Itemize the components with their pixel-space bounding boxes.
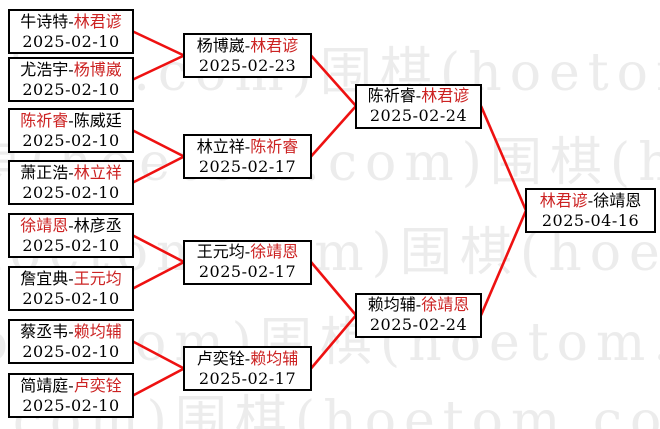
name-separator: - [68, 215, 74, 235]
match-result: 陈祈睿-陈威廷 [20, 111, 121, 131]
player2-name: 林彦丞 [73, 215, 122, 235]
match-date: 2025-02-10 [22, 31, 120, 51]
match-result: 杨博崴-林君谚 [197, 36, 298, 56]
match-box-r2-m1[interactable]: 杨博崴-林君谚 2025-02-23 [183, 33, 312, 78]
match-box-r1-m6[interactable]: 詹宜典-王元均 2025-02-10 [8, 266, 134, 311]
player1-name: 简靖庭 [20, 375, 69, 395]
match-box-sf-m1[interactable]: 陈祈睿-林君谚 2025-02-24 [355, 83, 482, 129]
player2-name: 徐靖恩 [250, 242, 299, 261]
match-result: 陈祈睿-林君谚 [368, 86, 469, 106]
match-date: 2025-04-16 [541, 210, 640, 230]
player1-name: 詹宜典 [20, 268, 69, 288]
player1-name: 陈祈睿 [20, 110, 69, 130]
player1-name: 杨博崴 [196, 35, 245, 55]
match-date: 2025-02-10 [22, 182, 120, 202]
player2-name: 徐靖恩 [593, 190, 642, 210]
player2-name: 林立祥 [73, 162, 122, 182]
player1-name: 徐靖恩 [20, 215, 69, 235]
match-box-r1-m4[interactable]: 萧正浩-林立祥 2025-02-10 [8, 160, 134, 205]
match-box-r2-m4[interactable]: 卢奕铨-赖均辅 2025-02-17 [183, 346, 312, 391]
match-date: 2025-02-10 [22, 235, 120, 255]
name-separator: - [68, 321, 74, 341]
player2-name: 林君谚 [73, 11, 122, 31]
match-box-sf-m2[interactable]: 赖均辅-徐靖恩 2025-02-24 [355, 292, 482, 338]
match-result: 牛诗特-林君谚 [20, 12, 121, 32]
name-separator: - [415, 86, 422, 105]
player2-name: 赖均辅 [73, 321, 122, 341]
match-box-r1-m7[interactable]: 蔡丞韦-赖均辅 2025-02-10 [8, 319, 134, 364]
match-result: 林立祥-陈祈睿 [197, 137, 298, 157]
match-box-r1-m3[interactable]: 陈祈睿-陈威廷 2025-02-10 [8, 108, 134, 153]
name-separator: - [244, 348, 251, 368]
player2-name: 徐靖恩 [421, 295, 470, 315]
match-date: 2025-02-24 [369, 315, 468, 335]
match-date: 2025-02-23 [198, 55, 297, 75]
match-box-r1-m5[interactable]: 徐靖恩-林彦丞 2025-02-10 [8, 213, 134, 258]
match-box-r1-m1[interactable]: 牛诗特-林君谚 2025-02-10 [8, 9, 134, 54]
name-separator: - [68, 162, 74, 182]
match-box-r1-m2[interactable]: 尤浩宇-杨博崴 2025-02-10 [8, 57, 134, 102]
match-box-r2-m2[interactable]: 林立祥-陈祈睿 2025-02-17 [183, 134, 312, 179]
match-result: 王元均-徐靖恩 [197, 242, 298, 262]
player2-name: 杨博崴 [73, 59, 122, 79]
match-box-final[interactable]: 林君谚-徐靖恩 2025-04-16 [525, 188, 656, 233]
match-date: 2025-02-10 [22, 288, 120, 308]
match-date: 2025-02-24 [369, 106, 468, 125]
match-result: 赖均辅-徐靖恩 [368, 295, 469, 315]
name-separator: - [244, 242, 251, 261]
match-date: 2025-02-17 [198, 156, 297, 176]
match-result: 徐靖恩-林彦丞 [20, 216, 121, 236]
player1-name: 林立祥 [196, 136, 245, 156]
match-box-r2-m3[interactable]: 王元均-徐靖恩 2025-02-17 [183, 239, 312, 285]
player1-name: 萧正浩 [20, 162, 69, 182]
match-result: 卢奕铨-赖均辅 [197, 349, 298, 369]
match-result: 蔡丞韦-赖均辅 [20, 322, 121, 342]
match-date: 2025-02-10 [22, 341, 120, 361]
player1-name: 林君谚 [539, 190, 588, 210]
player1-name: 尤浩宇 [20, 59, 69, 79]
name-separator: - [68, 268, 74, 288]
player2-name: 赖均辅 [250, 348, 299, 368]
player1-name: 陈祈睿 [367, 86, 416, 105]
match-box-r1-m8[interactable]: 简靖庭-卢奕铨 2025-02-10 [8, 373, 134, 418]
player1-name: 牛诗特 [20, 11, 69, 31]
name-separator: - [244, 35, 251, 55]
name-separator: - [68, 59, 74, 79]
match-date: 2025-02-10 [22, 395, 120, 415]
name-separator: - [68, 375, 74, 395]
player2-name: 卢奕铨 [73, 375, 122, 395]
match-date: 2025-02-10 [22, 79, 120, 99]
match-result: 尤浩宇-杨博崴 [20, 60, 121, 80]
player2-name: 陈威廷 [73, 110, 122, 130]
player1-name: 蔡丞韦 [20, 321, 69, 341]
player2-name: 王元均 [73, 268, 122, 288]
player1-name: 卢奕铨 [196, 348, 245, 368]
name-separator: - [68, 11, 74, 31]
name-separator: - [68, 110, 74, 130]
player2-name: 陈祈睿 [250, 136, 299, 156]
match-date: 2025-02-17 [198, 368, 297, 388]
player2-name: 林君谚 [250, 35, 299, 55]
match-date: 2025-02-17 [198, 262, 297, 281]
match-result: 萧正浩-林立祥 [20, 163, 121, 183]
player1-name: 王元均 [196, 242, 245, 261]
match-date: 2025-02-10 [22, 130, 120, 150]
match-result: 林君谚-徐靖恩 [540, 191, 641, 211]
match-result: 简靖庭-卢奕铨 [20, 376, 121, 396]
player1-name: 赖均辅 [367, 295, 416, 315]
name-separator: - [587, 190, 594, 210]
name-separator: - [244, 136, 251, 156]
match-result: 詹宜典-王元均 [20, 269, 121, 289]
player2-name: 林君谚 [421, 86, 470, 105]
name-separator: - [415, 295, 422, 315]
